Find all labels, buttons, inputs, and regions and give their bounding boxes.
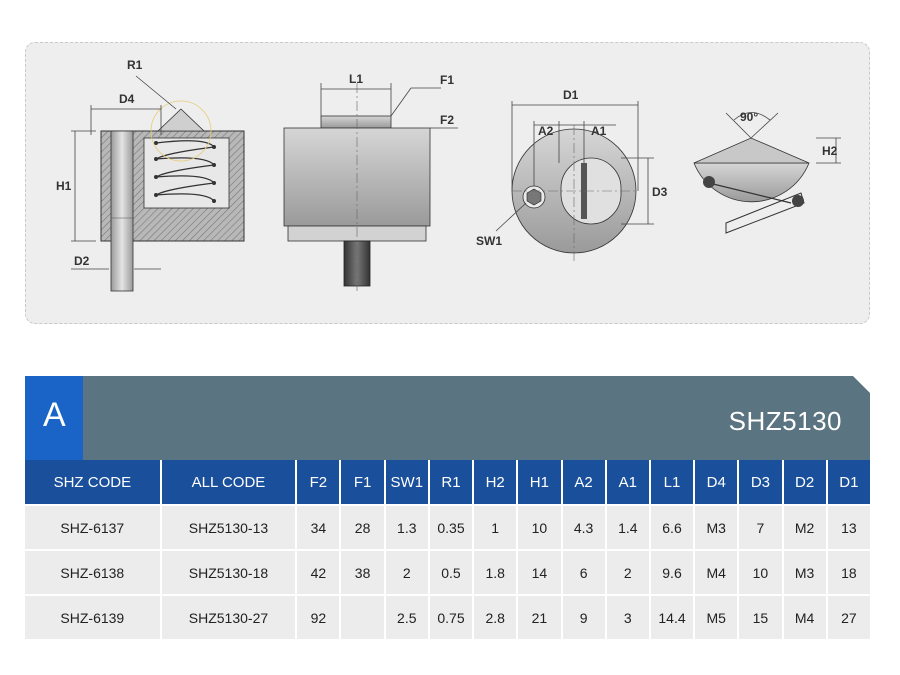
table-cell: 1.8 [472,549,518,595]
table-cell: M3 [781,549,827,595]
dim-label-h1: H1 [56,179,72,193]
column-header: D3 [737,460,783,505]
column-header: F1 [339,460,385,505]
table-cell: SHZ5130-18 [159,549,297,595]
dim-label-sw1: SW1 [476,234,502,248]
table-cell: 42 [295,549,341,595]
specification-table: SHZ CODE ALL CODE F2 F1 SW1 R1 H2 H1 A2 … [25,460,870,639]
column-header: SW1 [383,460,429,505]
table-cell: 0.35 [427,504,474,550]
technical-drawing-panel: D4 R1 H1 D2 L1 F1 F2 [25,42,870,324]
table-cell: 2 [604,549,650,595]
table-cell: 10 [516,504,562,550]
table-cell: 4.3 [560,504,606,550]
table-cell: 27 [825,594,870,639]
table-cell: 14.4 [648,594,695,639]
series-header-bar [25,376,870,460]
column-header: ALL CODE [159,460,297,505]
table-cell: 2 [383,549,429,595]
table-cell: SHZ5130-27 [159,594,297,639]
table-cell: 0.75 [427,594,474,639]
tip-detail-view: 90° H2 [693,110,841,234]
technical-drawing: D4 R1 H1 D2 L1 F1 F2 [56,58,841,293]
column-header: A2 [560,460,606,505]
column-header: D2 [781,460,827,505]
table-cell: SHZ-6138 [25,549,161,595]
dim-label-d1: D1 [563,88,579,102]
table-cell: 28 [339,504,385,550]
table-row: SHZ-6139 SHZ5130-27 92 2.5 0.75 2.8 21 9… [25,594,870,639]
series-letter-badge: A [43,396,66,434]
dim-label-a1: A1 [591,124,607,138]
table-cell: SHZ-6137 [25,504,161,550]
column-header: A1 [604,460,650,505]
table-cell: M4 [693,549,739,595]
table-cell: 34 [295,504,341,550]
table-cell: 21 [516,594,562,639]
table-cell: 92 [295,594,341,639]
table-cell: 10 [737,549,783,595]
table-cell: 6.6 [648,504,695,550]
dim-label-r1: R1 [127,58,143,72]
column-header: R1 [427,460,474,505]
column-header: F2 [295,460,341,505]
dim-label-f1: F1 [440,73,454,87]
column-header: SHZ CODE [25,460,161,505]
table-cell: 6 [560,549,606,595]
dim-label-d2: D2 [74,254,90,268]
table-cell: 1.4 [604,504,650,550]
table-cell: 0.5 [427,549,474,595]
header-bar-shape [25,376,870,460]
table-cell: 1.3 [383,504,429,550]
table-cell: 15 [737,594,783,639]
dim-label-d4: D4 [119,92,135,106]
table-cell: 2.5 [383,594,429,639]
column-header: H2 [472,460,518,505]
table-cell: 18 [825,549,870,595]
dim-label-f2: F2 [440,113,454,127]
column-header: D1 [825,460,870,505]
table-cell: 1 [472,504,518,550]
dim-label-l1: L1 [349,72,363,86]
table-cell: M2 [781,504,827,550]
column-header: D4 [693,460,739,505]
series-title: SHZ5130 [728,406,842,436]
dim-label-h2: H2 [822,144,838,158]
table-row: SHZ-6137 SHZ5130-13 34 28 1.3 0.35 1 10 … [25,504,870,550]
column-header: H1 [516,460,562,505]
table-cell: 9 [560,594,606,639]
table-cell: 2.8 [472,594,518,639]
table-row: SHZ-6138 SHZ5130-18 42 38 2 0.5 1.8 14 6… [25,549,870,595]
table-cell: M4 [781,594,827,639]
dim-label-angle: 90° [740,110,758,124]
table-cell: 38 [339,549,385,595]
table-cell: 7 [737,504,783,550]
column-header: L1 [648,460,695,505]
table-cell: SHZ-6139 [25,594,161,639]
dim-label-d3: D3 [652,185,668,199]
table-cell: 9.6 [648,549,695,595]
side-view: L1 F1 F2 [283,72,458,293]
dim-label-a2: A2 [538,124,554,138]
table-cell: SHZ5130-13 [159,504,297,550]
section-view: D4 R1 H1 D2 [56,58,245,292]
table-cell: M5 [693,594,739,639]
table-cell: 13 [825,504,870,550]
table-cell: 3 [604,594,650,639]
table-header-row: SHZ CODE ALL CODE F2 F1 SW1 R1 H2 H1 A2 … [25,460,870,505]
table-cell: M3 [693,504,739,550]
table-cell: 14 [516,549,562,595]
top-view: D1 A2 A1 D3 SW1 [476,88,668,261]
table-cell [339,594,385,639]
